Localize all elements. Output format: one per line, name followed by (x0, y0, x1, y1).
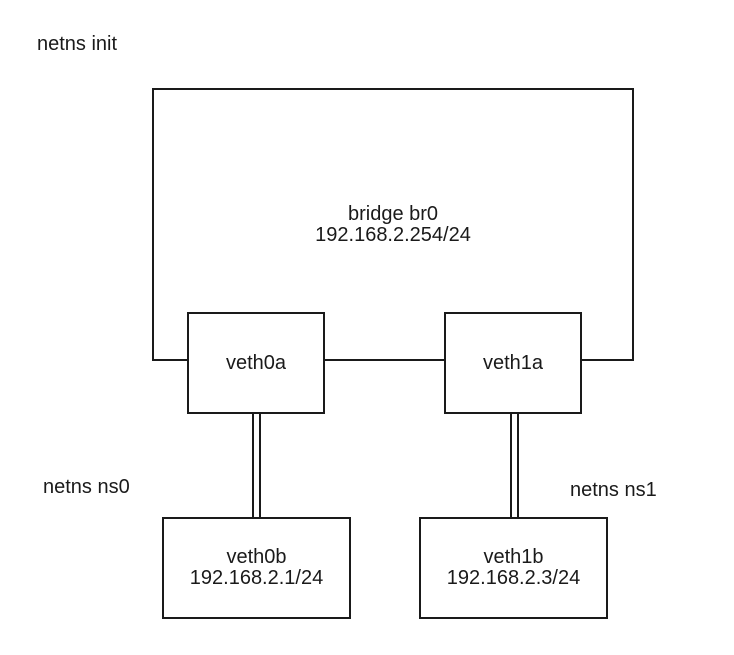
veth1-pair-link (510, 413, 519, 517)
veth0b-title: veth0b (226, 546, 287, 568)
veth0-pair-link (252, 413, 261, 517)
veth1b-ip: 192.168.2.3/24 (446, 567, 581, 589)
veth0a-title: veth0a (225, 351, 287, 374)
netns-ns1-label: netns ns1 (570, 479, 657, 501)
veth1a-node: veth1a (444, 312, 582, 414)
netns-init-label: netns init (37, 33, 118, 55)
veth0a-node: veth0a (187, 312, 325, 414)
veth1b-title: veth1b (483, 546, 544, 568)
bridge-br0-ip: 192.168.2.254/24 (315, 223, 471, 246)
veth0b-ip: 192.168.2.1/24 (189, 567, 324, 589)
veth1b-node: veth1b 192.168.2.3/24 (419, 517, 608, 619)
veth1a-title: veth1a (482, 351, 544, 374)
veth0b-node: veth0b 192.168.2.1/24 (162, 517, 351, 619)
bridge-br0-title: bridge br0 (347, 202, 439, 225)
netns-ns0-label: netns ns0 (43, 476, 130, 498)
